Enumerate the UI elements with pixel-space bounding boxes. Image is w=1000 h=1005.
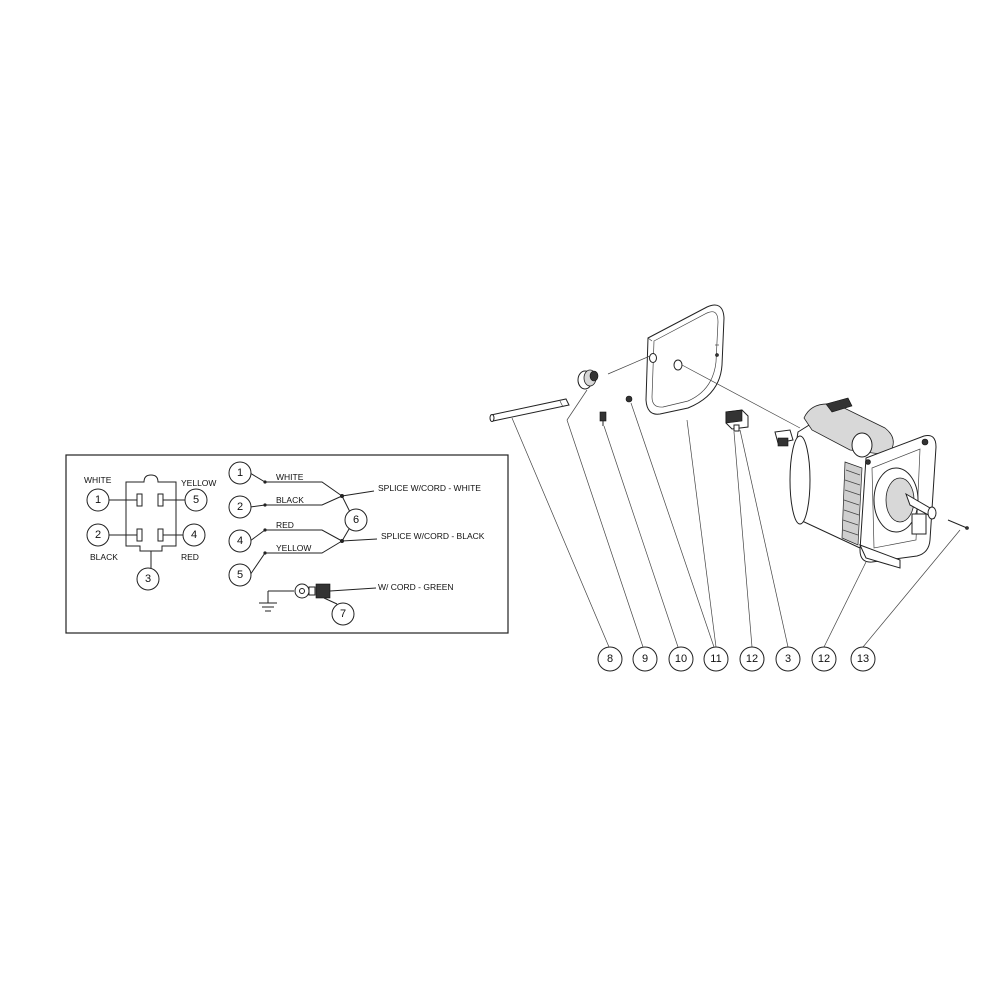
- svg-text:2: 2: [237, 501, 243, 513]
- exploded-motor-view: 8 9 10 11 12 3 12 13: [489, 304, 969, 672]
- svg-text:7: 7: [340, 608, 346, 620]
- part-end-cover: [645, 304, 725, 415]
- callout-3-exploded: 3: [775, 646, 801, 672]
- svg-text:8: 8: [607, 653, 613, 665]
- svg-text:11: 11: [710, 653, 721, 665]
- part-pin: [947, 519, 969, 530]
- plug-label-red: RED: [181, 552, 199, 562]
- terminal-yellow: [157, 493, 164, 507]
- svg-text:5: 5: [237, 569, 243, 581]
- terminal-black: [136, 528, 143, 542]
- svg-text:4: 4: [191, 529, 197, 541]
- callout-10: 10: [668, 646, 694, 672]
- svg-text:1: 1: [237, 467, 243, 479]
- part-motor: [774, 397, 937, 569]
- exploded-leader-lines: [511, 389, 961, 648]
- part-terminal-block: [725, 409, 749, 432]
- ground-cord-label: W/ CORD - GREEN: [378, 582, 454, 592]
- svg-text:3: 3: [145, 573, 151, 585]
- cover-hole: [673, 359, 683, 371]
- part-rod: [489, 398, 570, 422]
- callout-wire-black: 2: [228, 495, 252, 519]
- callout-wire-red: 4: [228, 529, 252, 553]
- callout-wire-yellow: 5: [228, 563, 252, 587]
- callout-ground: 7: [331, 602, 355, 626]
- svg-text:12: 12: [818, 653, 830, 665]
- part-small-screw: [625, 395, 633, 403]
- svg-text:1: 1: [95, 494, 101, 506]
- splice-label-white: SPLICE W/CORD - WHITE: [378, 483, 481, 493]
- splice-label-black: SPLICE W/CORD - BLACK: [381, 531, 485, 541]
- callout-plug-black: 2: [86, 523, 110, 547]
- wire-label-white: WHITE: [276, 472, 304, 482]
- callout-splice: 6: [344, 508, 368, 532]
- crimp-connector: [315, 583, 331, 599]
- svg-text:13: 13: [857, 653, 869, 665]
- callout-wire-white: 1: [228, 461, 252, 485]
- svg-text:10: 10: [675, 653, 687, 665]
- wire-label-black: BLACK: [276, 495, 304, 505]
- plug-label-white: WHITE: [84, 475, 112, 485]
- plug-connector: [125, 474, 177, 568]
- svg-text:5: 5: [193, 494, 199, 506]
- svg-text:2: 2: [95, 529, 101, 541]
- svg-text:3: 3: [785, 653, 791, 665]
- terminal-red: [157, 528, 164, 542]
- callout-plug-white: 1: [86, 488, 110, 512]
- callout-13: 13: [850, 646, 876, 672]
- part-grommet: [577, 369, 599, 390]
- callout-9: 9: [632, 646, 658, 672]
- splice-wires: [249, 472, 378, 576]
- wire-label-red: RED: [276, 520, 294, 530]
- callout-11: 11: [703, 646, 729, 672]
- wire-label-yellow: YELLOW: [276, 543, 311, 553]
- svg-text:9: 9: [642, 653, 648, 665]
- svg-text:6: 6: [353, 514, 359, 526]
- cooling-fins: [841, 461, 863, 546]
- callout-8: 8: [597, 646, 623, 672]
- wiring-diagram-panel: WHITE YELLOW BLACK RED 1 5 2 4 3: [65, 454, 509, 634]
- plug-label-black: BLACK: [90, 552, 118, 562]
- callout-12-motor: 12: [811, 646, 837, 672]
- callout-plug-body: 3: [136, 567, 160, 591]
- part-screw: [599, 411, 607, 426]
- callout-12-terminal: 12: [739, 646, 765, 672]
- callout-plug-yellow: 5: [184, 488, 208, 512]
- terminal-white: [136, 493, 143, 507]
- svg-text:4: 4: [237, 535, 243, 547]
- callout-plug-red: 4: [182, 523, 206, 547]
- svg-text:12: 12: [746, 653, 758, 665]
- plug-label-yellow: YELLOW: [181, 478, 216, 488]
- ground-terminal: [259, 583, 377, 612]
